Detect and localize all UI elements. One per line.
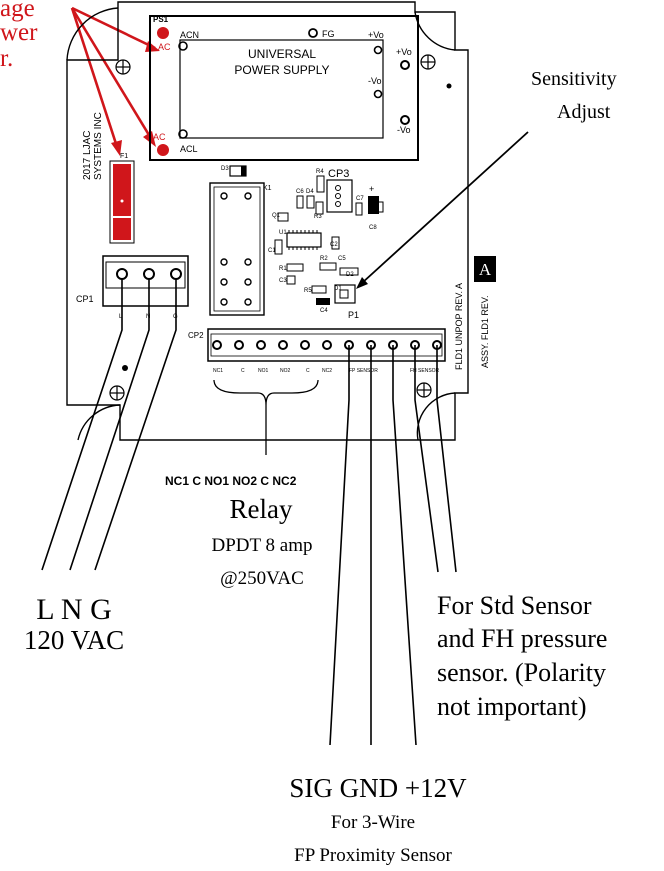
c6-label: C6	[296, 189, 304, 195]
pin-vo2: +Vo	[396, 47, 412, 57]
cp2-terminal: CP2 NC1 C NO1 NO2 C NC2 FP SENSOR FH SEN…	[188, 328, 446, 374]
c8-label: C8	[369, 225, 377, 231]
cp2-hole	[212, 340, 222, 350]
ac-label-top: AC	[158, 42, 171, 52]
cp1-label: CP1	[76, 294, 94, 304]
std-line1: For Std Sensor	[437, 591, 592, 620]
sensitivity-arrowhead	[356, 277, 368, 289]
cp2-pin-c2: C	[306, 368, 310, 374]
board-rev-label: FLD1 UNPOP REV. A	[454, 283, 464, 370]
d3-label: D3	[221, 166, 229, 172]
prox-line1: For 3-Wire	[331, 812, 415, 833]
cp2-pin-nc1: NC1	[213, 368, 223, 374]
board-company: 2017 LJAC	[82, 131, 93, 180]
c4-label: C4	[320, 308, 328, 314]
std-line4: not important)	[437, 692, 586, 721]
rev-badge: A	[474, 256, 496, 282]
pin-fg: FG	[322, 29, 335, 39]
cp2-hole	[300, 340, 310, 350]
relay-pin-labels: NC1 C NO1 NO2 C NC2	[165, 474, 297, 488]
pin-acl: ACL	[180, 144, 198, 154]
sensitivity-line1: Sensitivity	[531, 68, 617, 90]
red-arrows	[70, 6, 156, 151]
diode-d3: D3	[221, 165, 247, 177]
c8-plus: +	[369, 184, 374, 194]
std-sensor-annotation: For Std Sensor and FH pressure sensor. (…	[437, 591, 607, 721]
board-silkscreen: 2017 LJAC SYSTEMS INC FLD1 UNPOP REV. A …	[82, 112, 490, 370]
sensitivity-annotation: Sensitivity Adjust	[531, 68, 617, 123]
cp2-label: CP2	[188, 331, 204, 340]
r4-label: R4	[316, 169, 324, 175]
board-assy-label: ASSY. FLD1 REV.	[480, 295, 490, 368]
cp3-label: CP3	[328, 168, 349, 180]
cp1-terminal: CP1 L N G	[76, 255, 189, 320]
pin-vo1: +Vo	[368, 30, 384, 40]
u1-label: U1	[279, 230, 287, 236]
r3-label: R3	[314, 214, 322, 220]
relay-title: Relay	[230, 494, 293, 524]
p1-label: P1	[348, 310, 359, 320]
red-note-line2: wer	[0, 19, 38, 46]
ps-title-line2: POWER SUPPLY	[234, 63, 329, 77]
pin-vneg1: -Vo	[368, 76, 382, 86]
sensitivity-arrow-line	[361, 131, 529, 284]
mount-holes	[109, 54, 436, 401]
relay-k1-label: K1	[263, 185, 272, 192]
ac-label-bottom: AC	[153, 132, 166, 142]
c3-label: C3	[279, 278, 287, 284]
r2-label: R2	[320, 256, 328, 262]
pin-acn: ACN	[180, 30, 199, 40]
r1-label: R1	[279, 266, 287, 272]
ps-title-line1: UNIVERSAL	[248, 47, 316, 61]
red-note-line3: r.	[0, 45, 13, 72]
cp1-pin-l: L	[119, 314, 123, 320]
q1-label: Q1	[272, 213, 281, 219]
std-line2: and FH pressure	[437, 624, 607, 653]
ps1-label: PS1	[153, 15, 169, 24]
cp2-pin-fh: FH SENSOR	[410, 368, 440, 374]
cp2-pin-no1: NO1	[258, 368, 269, 374]
c5-label: C5	[338, 256, 346, 262]
power-supply: PS1 UNIVERSAL POWER SUPPLY ACN ACL FG +V…	[149, 15, 419, 161]
component-cluster: CP3 R4 C6 D4 R3 C7 + C8 Q1 U1 C1 C2 R1 C…	[268, 168, 384, 320]
d4-label: D4	[306, 189, 314, 195]
cp2-hole	[322, 340, 332, 350]
cp2-pin-fp: FP SENSOR	[349, 368, 378, 374]
cp2-pin-nc2: NC2	[322, 368, 332, 374]
cp2-hole	[256, 340, 266, 350]
std-line3: sensor. (Polarity	[437, 658, 606, 687]
c7-label: C7	[356, 196, 364, 202]
fuse-f1: F1	[109, 153, 135, 244]
wires	[41, 279, 457, 746]
red-note-line1: age	[0, 0, 35, 22]
prox-line2: FP Proximity Sensor	[294, 845, 452, 866]
board-company-line2: SYSTEMS INC	[93, 112, 104, 180]
relay-spec2: @250VAC	[220, 568, 304, 589]
sig-gnd-12v-label: SIG GND +12V	[289, 773, 467, 803]
cp2-pin-c1: C	[241, 368, 245, 374]
fuse-label: F1	[120, 153, 128, 160]
cp2-hole	[234, 340, 244, 350]
cp1-pin-n: N	[146, 314, 150, 320]
cp2-hole	[278, 340, 288, 350]
vac-label: 120 VAC	[24, 625, 124, 655]
relay-k1: K1	[209, 182, 272, 316]
cp2-pin-no2: NO2	[280, 368, 291, 374]
c2-label: C2	[330, 242, 338, 248]
c1-label: C1	[268, 248, 276, 254]
board-outline	[66, 1, 469, 441]
relay-brace	[213, 379, 319, 406]
lng-label: L N G	[36, 593, 112, 626]
sensitivity-line2: Adjust	[557, 101, 611, 123]
pin-vneg2: -Vo	[397, 125, 411, 135]
relay-spec1: DPDT 8 amp	[212, 535, 313, 556]
r5-label: R5	[304, 288, 312, 294]
d1-label: D1	[334, 286, 342, 292]
red-note: age wer r.	[0, 0, 38, 72]
rev-letter: A	[479, 260, 492, 279]
